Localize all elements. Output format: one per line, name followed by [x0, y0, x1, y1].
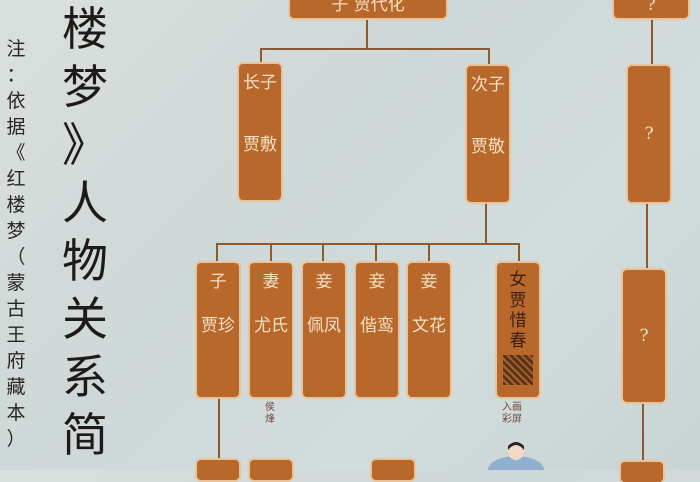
- node-name: 偕鸾: [360, 316, 394, 336]
- illustration-figure: [488, 442, 544, 470]
- connector: [260, 48, 262, 64]
- note-char: 据: [6, 116, 26, 138]
- node-name: 文花: [412, 316, 446, 336]
- node-role: 妾: [315, 272, 333, 292]
- connector: [260, 48, 490, 50]
- title-char: 关: [62, 292, 108, 346]
- node-right-q1[interactable]: ?: [628, 66, 670, 202]
- note-char: ）: [6, 428, 26, 450]
- node-you-shi[interactable]: 妻 尤氏: [250, 263, 292, 397]
- title-char: 人: [62, 176, 108, 230]
- node-bottom-3[interactable]: [372, 460, 414, 480]
- node-jia-jing[interactable]: 次子 贾敬: [467, 66, 509, 202]
- connector: [488, 48, 490, 64]
- node-bottom-1[interactable]: [197, 460, 239, 480]
- node-jia-daihua[interactable]: 子 贾代化: [290, 0, 446, 18]
- node-name: 贾惜春: [509, 291, 527, 351]
- node-role: 长子: [243, 73, 277, 93]
- node-role: 妻: [262, 272, 280, 292]
- connector: [646, 202, 648, 270]
- connector: [651, 18, 653, 66]
- node-unknown: ?: [644, 124, 654, 144]
- connector: [375, 243, 377, 263]
- title-char: 系: [62, 350, 108, 404]
- qr-code-icon: [503, 355, 533, 385]
- caption-xichun: 入画 彩屏: [502, 402, 522, 425]
- title-char: 简: [62, 408, 108, 462]
- node-right-q2[interactable]: ?: [623, 270, 665, 402]
- node-jia-fu[interactable]: 长子 贾敷: [239, 64, 281, 200]
- connector: [322, 243, 324, 263]
- diagram-title: 楼 梦 》 人 物 关 系 简: [55, 0, 115, 464]
- node-name: 尤氏: [254, 316, 288, 336]
- note-char: 红: [6, 168, 26, 190]
- note-char: （: [6, 246, 26, 268]
- note-char: 依: [6, 90, 26, 112]
- connector: [518, 243, 520, 263]
- note-char: 注: [6, 38, 26, 60]
- connector: [216, 243, 520, 245]
- title-char: 物: [62, 234, 108, 288]
- node-role: 妾: [420, 272, 438, 292]
- node-bottom-2[interactable]: [250, 460, 292, 480]
- node-name: 贾敷: [243, 135, 277, 155]
- node-right-top[interactable]: ?: [614, 0, 688, 18]
- connector: [642, 402, 644, 462]
- title-char: 梦: [62, 60, 108, 114]
- caption-youshi: 侯 烽: [265, 402, 275, 425]
- source-note: 注 ： 依 据 《 红 楼 梦 （ 蒙 古 王 府 藏 本 ）: [2, 36, 30, 452]
- note-char: 王: [6, 324, 26, 346]
- node-name: 佩凤: [307, 316, 341, 336]
- note-char: 古: [6, 298, 26, 320]
- connector: [366, 18, 368, 48]
- node-jia-zhen[interactable]: 子 贾珍: [197, 263, 239, 397]
- note-char: 梦: [6, 220, 26, 242]
- node-pei-feng[interactable]: 妾 佩凤: [303, 263, 345, 397]
- node-right-bottom[interactable]: [621, 462, 663, 482]
- node-label: 子 贾代化: [331, 0, 405, 15]
- connector: [218, 398, 220, 460]
- node-wen-hua[interactable]: 妾 文花: [408, 263, 450, 397]
- connector: [216, 243, 218, 263]
- title-char: 》: [62, 118, 108, 172]
- node-jia-xichun[interactable]: 女 贾惜春: [497, 263, 539, 397]
- note-char: 《: [6, 142, 26, 164]
- note-char: 府: [6, 350, 26, 372]
- connector: [270, 243, 272, 263]
- note-char: ：: [6, 64, 26, 86]
- title-char: 楼: [62, 2, 108, 56]
- note-char: 藏: [6, 376, 26, 398]
- node-unknown: ?: [639, 326, 649, 346]
- note-char: 蒙: [6, 272, 26, 294]
- node-role: 次子: [471, 75, 505, 95]
- node-name: 贾敬: [471, 137, 505, 157]
- connector: [428, 243, 430, 263]
- node-xie-luan[interactable]: 妾 偕鸾: [356, 263, 398, 397]
- node-role: 女: [509, 270, 527, 290]
- node-role: 子: [209, 272, 227, 292]
- node-name: 贾珍: [201, 316, 235, 336]
- node-role: 妾: [368, 272, 386, 292]
- note-char: 本: [6, 402, 26, 424]
- note-char: 楼: [6, 194, 26, 216]
- connector: [485, 202, 487, 244]
